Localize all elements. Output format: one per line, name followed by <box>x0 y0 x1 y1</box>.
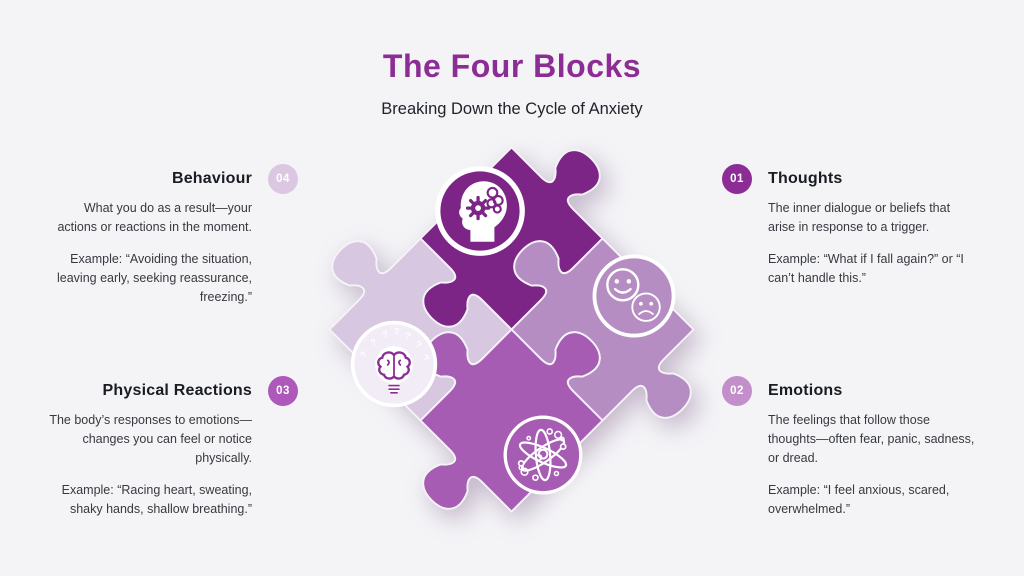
svg-text:?: ? <box>421 352 432 363</box>
block-emotions-description: The feelings that follow those thoughts—… <box>768 413 975 465</box>
head-gear-icon <box>435 166 525 256</box>
page-title: The Four Blocks <box>382 48 642 84</box>
block-physical-reactions-title: Physical Reactions <box>102 382 252 399</box>
block-physical-reactions-example: Example: “Racing heart, sweating, shaky … <box>61 483 252 516</box>
svg-text:?: ? <box>404 330 412 341</box>
badge-03: 03 <box>268 376 298 406</box>
happy-sad-faces-icon <box>592 254 676 338</box>
block-emotions-example: Example: “I feel anxious, scared, overwh… <box>768 483 950 516</box>
question-marks: ? ? ? ? ? ? ? <box>358 326 431 363</box>
block-behaviour-example: Example: “Avoiding the situation, leavin… <box>56 252 252 304</box>
block-thoughts: 01 Thoughts The inner dialogue or belief… <box>722 164 990 288</box>
block-thoughts-description: The inner dialogue or beliefs that arise… <box>768 201 951 234</box>
block-physical-reactions: Physical Reactions 03 The body’s respons… <box>30 376 298 519</box>
svg-text:?: ? <box>382 329 389 340</box>
svg-text:?: ? <box>369 336 378 347</box>
block-physical-reactions-description: The body’s responses to emotions— change… <box>49 413 252 465</box>
page-subtitle: Breaking Down the Cycle of Anxiety <box>381 100 643 118</box>
block-emotions: 02 Emotions The feelings that follow tho… <box>722 376 990 519</box>
svg-text:?: ? <box>394 326 400 336</box>
badge-01: 01 <box>722 164 752 194</box>
block-behaviour-description: What you do as a result—your actions or … <box>57 201 252 234</box>
block-behaviour: Behaviour 04 What you do as a result—you… <box>30 164 298 307</box>
block-thoughts-example: Example: “What if I fall again?” or “I c… <box>768 252 964 285</box>
block-emotions-title: Emotions <box>768 382 843 399</box>
block-behaviour-title: Behaviour <box>171 170 252 187</box>
atom-icon <box>503 415 583 495</box>
svg-text:?: ? <box>358 349 369 360</box>
block-thoughts-title: Thoughts <box>768 170 843 187</box>
lightbulb-brain-icon: ? ? ? ? ? ? ? <box>350 320 438 408</box>
badge-02: 02 <box>722 376 752 406</box>
badge-04: 04 <box>268 164 298 194</box>
svg-text:?: ? <box>414 339 424 350</box>
